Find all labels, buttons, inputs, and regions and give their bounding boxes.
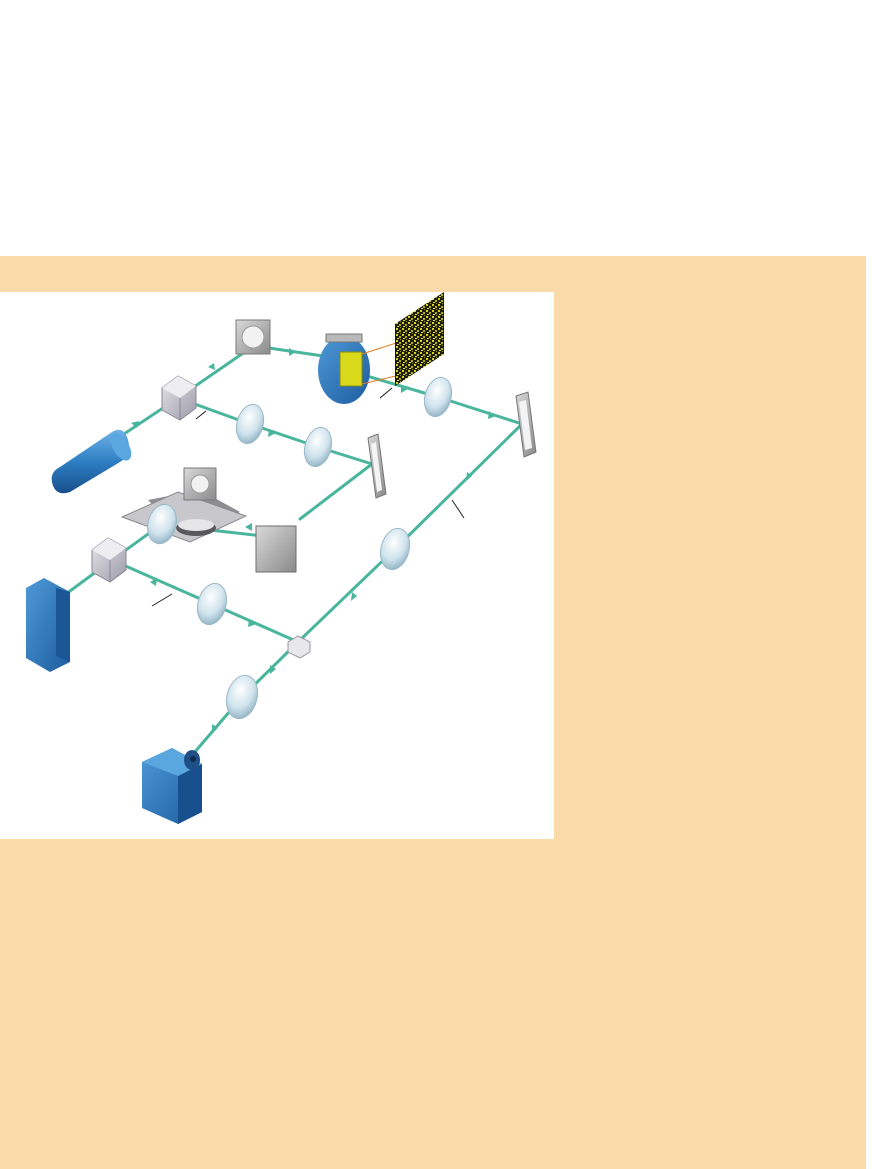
diffraction-grating	[26, 578, 70, 672]
camera	[142, 748, 202, 824]
beam-mirror-to-return-lens	[393, 422, 524, 551]
pointer-line-splitter	[195, 410, 207, 420]
beam-mirror-to-block	[298, 462, 374, 521]
pointer-line-slm	[379, 387, 393, 399]
beam-lens-to-mirror	[436, 395, 524, 426]
page-edge	[866, 256, 872, 1169]
beam-splitter-upper	[161, 375, 197, 421]
beam-arrows	[131, 348, 496, 733]
periscope-mirror-top	[235, 319, 271, 355]
small-beam-splitter	[287, 635, 311, 659]
lens-upper-left-2	[303, 426, 333, 468]
page-top-blank	[0, 0, 872, 256]
pointer-line-return	[451, 499, 465, 519]
laser	[51, 429, 132, 494]
caption-area	[578, 300, 848, 820]
spatial-light-modulator	[318, 333, 370, 404]
optical-setup-figure	[0, 292, 554, 839]
beam-return-to-small-splitter	[296, 547, 397, 644]
lens-lower-left	[196, 582, 228, 626]
sample-stage	[120, 467, 248, 543]
optical-setup-diagram	[26, 292, 537, 824]
lens-upper-left-1	[235, 403, 265, 445]
beam-splitter-lower	[91, 537, 127, 583]
lens-upper-right	[423, 376, 453, 418]
mirror-middle	[367, 433, 387, 499]
pointer-line-lower	[151, 593, 173, 607]
beam-lens-to-small-splitter	[210, 602, 300, 644]
beam-dump-block	[255, 525, 297, 573]
speckle-pattern	[395, 292, 444, 386]
mirror-right	[515, 391, 537, 458]
lens-camera	[225, 674, 259, 720]
beam-slm-to-lens	[358, 372, 440, 399]
objective-lens	[147, 503, 177, 545]
beam-cube-to-lens	[110, 558, 214, 606]
lens-return-path	[379, 527, 411, 571]
